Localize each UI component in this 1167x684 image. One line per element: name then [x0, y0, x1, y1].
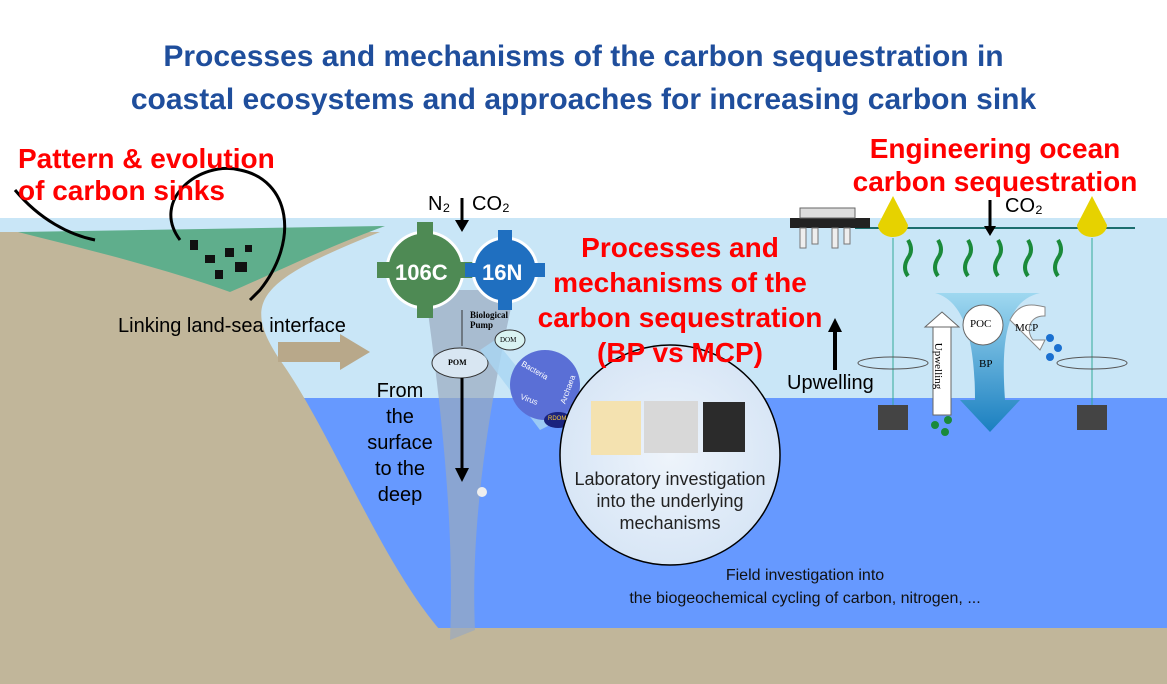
lab-line: mechanisms — [619, 513, 721, 533]
title-line-2: coastal ecosystems and approaches for in… — [130, 83, 1037, 116]
center-heading-line-4: (BP vs MCP) — [597, 337, 763, 368]
gear-c-label: 106C — [395, 260, 448, 285]
surface-line: surface — [367, 432, 433, 454]
lab-circle — [559, 344, 781, 566]
surface-line: From — [376, 380, 424, 402]
mcp-arrow — [1009, 304, 1046, 351]
surface-line: the — [386, 406, 414, 428]
lab-line: into the underlying — [596, 491, 744, 511]
mcp-label: MCP — [1015, 322, 1039, 334]
land-sea-arrow — [278, 334, 370, 370]
center-heading: Processes and mechanisms of the carbon s… — [520, 230, 840, 370]
upwelling-arrow — [923, 311, 961, 416]
land-sea-label: Linking land-sea interface — [118, 315, 346, 337]
buoy-right — [1077, 196, 1107, 430]
pom-ellipse — [431, 347, 489, 379]
n2-label: N₂ — [428, 193, 451, 215]
surface-line: deep — [377, 484, 423, 506]
coastal-water — [18, 226, 385, 292]
poc-circle — [962, 304, 1004, 346]
bio-pump-label: Biological Pump — [470, 310, 508, 330]
dom-label: DOM — [500, 336, 517, 344]
upwelling-arrow-label: Upwelling — [932, 342, 945, 390]
left-heading-line-1: Pattern & evolution — [18, 143, 275, 174]
lab-image-cell — [591, 401, 641, 455]
rdom-label: RDOM — [548, 416, 567, 422]
co2-right-label: CO₂ — [1005, 195, 1043, 217]
pom-label: POM — [448, 358, 467, 367]
upwelling-label: Upwelling — [787, 372, 874, 394]
center-heading-line-2: mechanisms of the — [553, 267, 807, 298]
inflow-arrow — [13, 189, 96, 242]
bp-label: BP — [979, 358, 993, 370]
bp-funnel — [935, 293, 1040, 432]
center-heading-line-1: Processes and — [581, 232, 779, 263]
right-heading-line-1: Engineering ocean — [869, 133, 1121, 164]
platform — [790, 207, 870, 249]
lab-label: Laboratory investigation into the underl… — [550, 468, 790, 534]
center-heading-line-3: carbon sequestration — [537, 302, 823, 333]
sinking-funnel — [425, 290, 515, 640]
lab-line: Laboratory investigation — [574, 469, 766, 489]
field-line: Field investigation into — [725, 567, 885, 584]
right-heading-line-2: carbon sequestration — [852, 166, 1138, 197]
field-label: Field investigation into the biogeochemi… — [560, 564, 1050, 610]
title-line-1: Processes and mechanisms of the carbon s… — [163, 40, 1004, 73]
poc-label: POC — [970, 318, 992, 330]
kelp — [903, 238, 1063, 278]
field-line: the biogeochemical cycling of carbon, ni… — [629, 590, 981, 607]
surface-line: to the — [374, 458, 426, 480]
lab-image-dish — [644, 401, 698, 453]
nets — [857, 356, 1128, 370]
microbial-pump — [480, 329, 580, 430]
sediment-particles — [190, 240, 252, 279]
cycle-arrow — [169, 167, 287, 302]
left-heading-line-2: of carbon sinks — [18, 175, 225, 206]
gear-nitrogen — [465, 230, 545, 310]
lab-image-tube — [703, 402, 745, 452]
surface-to-deep-label: From the surface to the deep — [360, 378, 440, 508]
buoy-left — [878, 196, 908, 430]
gear-n-label: 16N — [482, 260, 523, 285]
land — [0, 232, 440, 684]
co2-left-label: CO₂ — [472, 193, 510, 215]
